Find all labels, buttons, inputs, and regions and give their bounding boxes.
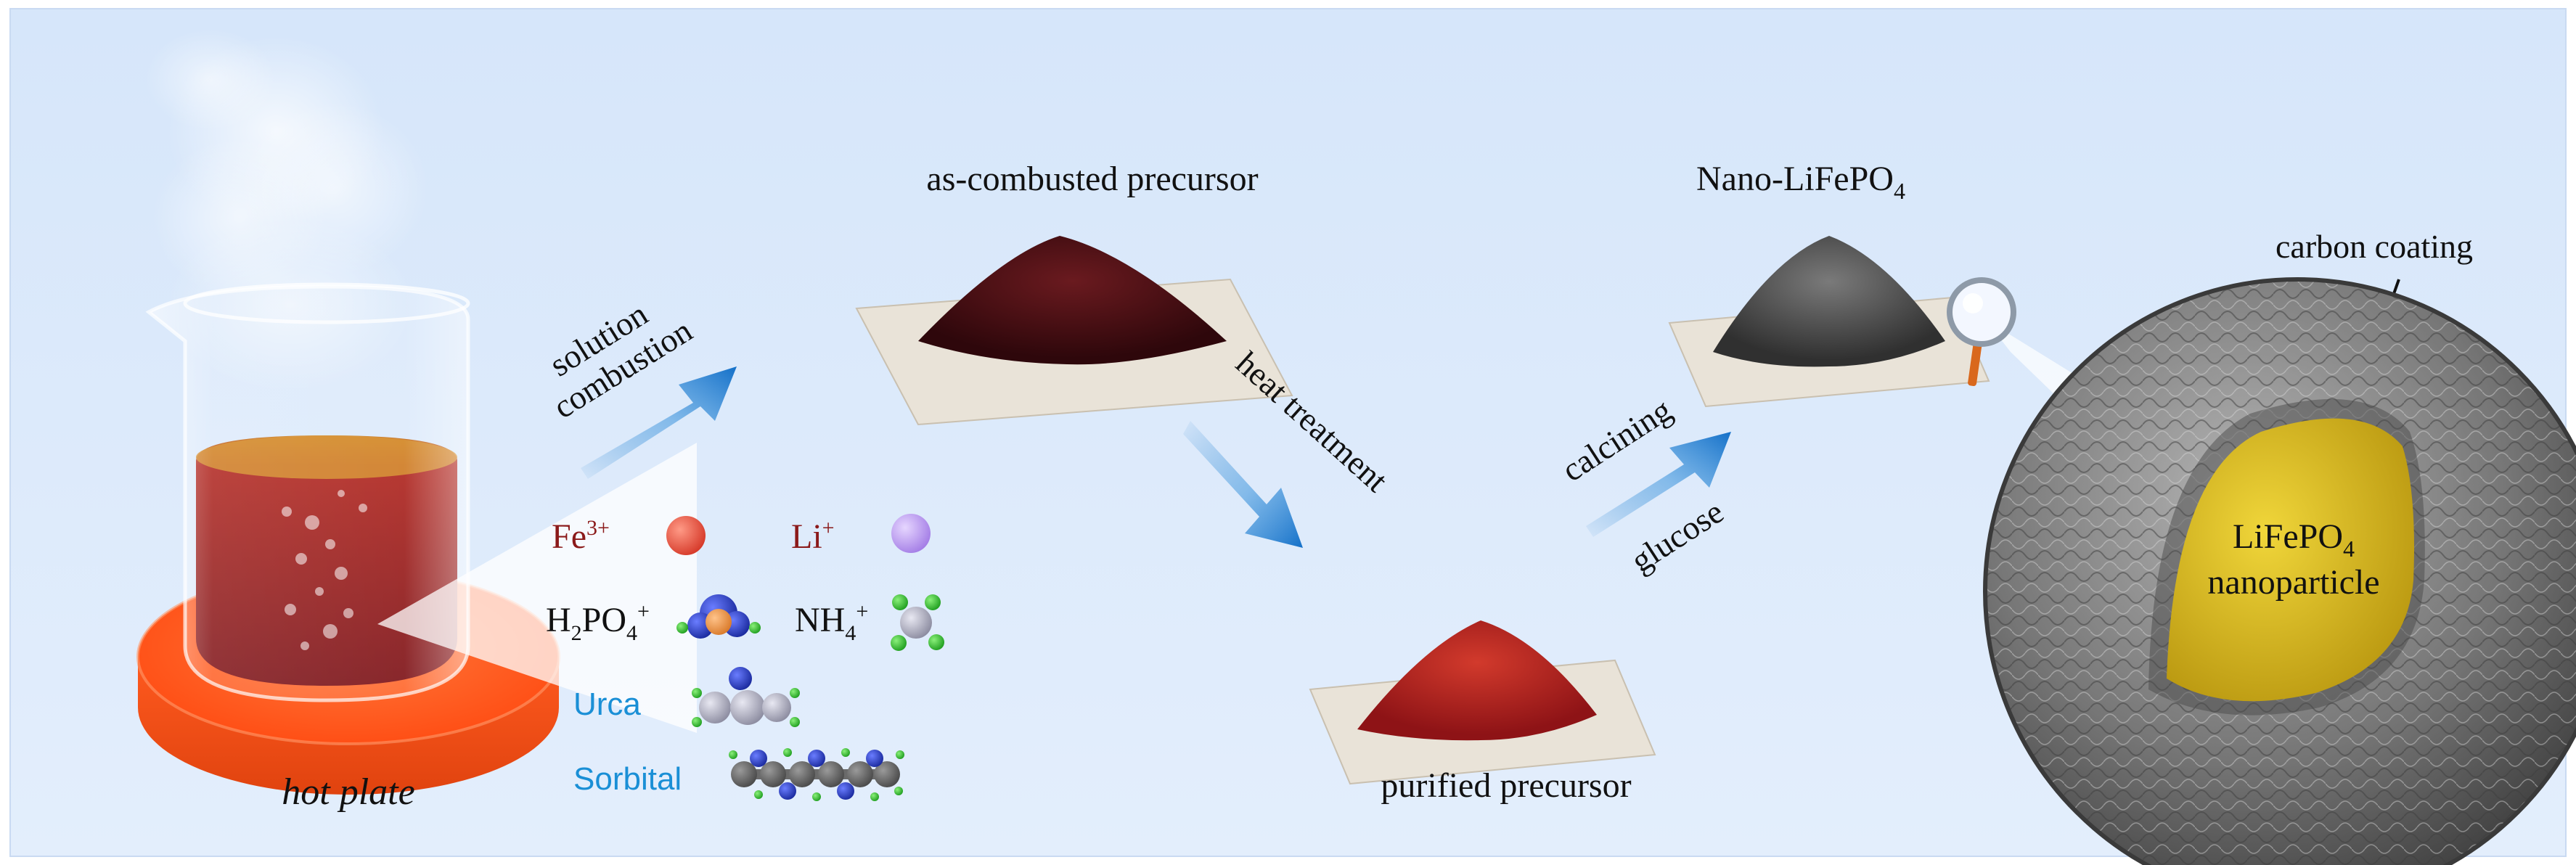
urea-label: Urca [573, 686, 641, 722]
core-label: LiFePO4 [2233, 517, 2355, 562]
callout-fan [377, 443, 697, 733]
purified-precursor-pile [1309, 620, 1656, 785]
urea-molecule-icon [692, 667, 800, 727]
nano-lifepo4-pile [1668, 236, 1990, 408]
li-ion-icon [891, 514, 931, 553]
fe-ion-icon [666, 516, 706, 555]
h2po4-molecule-icon [676, 594, 761, 639]
sorbitol-molecule-icon [729, 748, 904, 801]
nano-lifepo4-label: Nano-LiFePO4 [1696, 160, 1905, 204]
carbon-coating-label: carbon coating [2276, 228, 2473, 265]
nh4-label: NH4+ [795, 599, 868, 645]
reagent-list: Fe3+ Li+ H2PO4+ NH4+ Urca [546, 514, 944, 801]
nh4-molecule-icon [891, 594, 944, 651]
sorbitol-label: Sorbital [573, 761, 682, 797]
core-label-line2: nanoparticle [2207, 563, 2379, 602]
fe-label: Fe3+ [552, 516, 610, 556]
as-combusted-precursor-pile [855, 236, 1293, 426]
magnifier-icon [1947, 277, 2016, 387]
arrow-solution-combustion [581, 366, 737, 479]
purified-label: purified precursor [1381, 766, 1631, 805]
steam [145, 29, 428, 392]
arrow-calcining [1586, 432, 1731, 537]
core-shell-particle [1983, 277, 2576, 865]
li-label: Li+ [791, 516, 835, 556]
hot-plate-label: hot plate [282, 771, 414, 813]
h2po4-label: H2PO4+ [546, 599, 650, 645]
arrow-heat-treatment [1183, 421, 1303, 548]
as-combusted-label: as-combusted precursor [926, 160, 1258, 198]
